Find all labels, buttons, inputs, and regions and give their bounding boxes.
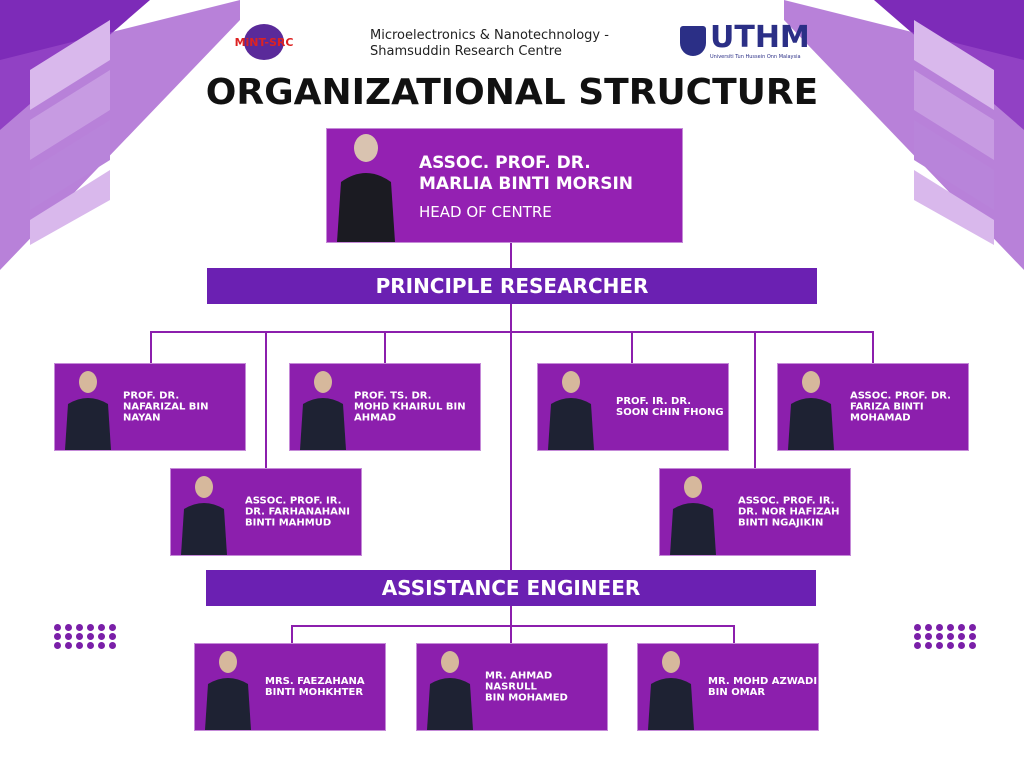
page-title: ORGANIZATIONAL STRUCTURE: [205, 72, 819, 113]
person-name: ASSOC. PROF. IR. DR. NOR HAFIZAH BINTI N…: [738, 495, 840, 529]
person-name: PROF. IR. DR. SOON CHIN FHONG: [616, 396, 724, 418]
person-photo: [788, 371, 834, 450]
person-name: MRS. FAEZAHANA BINTI MOHKHTER: [265, 676, 365, 698]
researcher-card: ASSOC. PROF. DR. FARIZA BINTI MOHAMAD: [777, 363, 969, 451]
engineer-card: MR. AHMAD NASRULL BIN MOHAMED: [416, 643, 608, 731]
person-name: MR. MOHD AZWADI BIN OMAR: [708, 676, 818, 698]
person-name: PROF. DR. NAFARIZAL BIN NAYAN: [123, 390, 209, 424]
uthm-subtext: Universiti Tun Hussein Onn Malaysia: [710, 54, 801, 60]
uthm-text: UTHM: [710, 20, 810, 55]
head-of-centre-card: ASSOC. PROF. DR. MARLIA BINTI MORSIN HEA…: [326, 128, 683, 243]
person-photo: [427, 651, 473, 730]
head-role: HEAD OF CENTRE: [419, 203, 552, 221]
engineer-card: MRS. FAEZAHANA BINTI MOHKHTER: [194, 643, 386, 731]
decorative-corner-left: [0, 0, 240, 270]
section-assistance-engineer: ASSISTANCE ENGINEER: [206, 570, 816, 606]
decorative-corner-right: [784, 0, 1024, 270]
person-photo: [337, 134, 395, 242]
researcher-card: ASSOC. PROF. IR. DR. FARHANAHANI BINTI M…: [170, 468, 362, 556]
engineer-card: MR. MOHD AZWADI BIN OMAR: [637, 643, 819, 731]
person-name: ASSOC. PROF. DR. FARIZA BINTI MOHAMAD: [850, 390, 951, 424]
person-photo: [648, 651, 694, 730]
decorative-dots-left: [54, 624, 118, 649]
decorative-dots-right: [914, 624, 978, 649]
researcher-card: PROF. TS. DR. MOHD KHAIRUL BIN AHMAD: [289, 363, 481, 451]
researcher-card: PROF. IR. DR. SOON CHIN FHONG: [537, 363, 729, 451]
person-name: ASSOC. PROF. IR. DR. FARHANAHANI BINTI M…: [245, 495, 351, 529]
person-photo: [181, 476, 227, 555]
head-name: ASSOC. PROF. DR. MARLIA BINTI MORSIN: [419, 153, 634, 194]
person-name: MR. AHMAD NASRULL BIN MOHAMED: [485, 670, 568, 704]
section-principal-researcher: PRINCIPLE RESEARCHER: [207, 268, 817, 304]
uthm-shield-icon: [680, 26, 706, 56]
centre-name: Microelectronics & Nanotechnology - Sham…: [370, 28, 609, 59]
person-photo: [205, 651, 251, 730]
uthm-logo: UTHM Universiti Tun Hussein Onn Malaysia: [680, 20, 810, 62]
researcher-card: ASSOC. PROF. IR. DR. NOR HAFIZAH BINTI N…: [659, 468, 851, 556]
person-photo: [300, 371, 346, 450]
person-name: PROF. TS. DR. MOHD KHAIRUL BIN AHMAD: [354, 390, 466, 424]
person-photo: [670, 476, 716, 555]
researcher-card: PROF. DR. NAFARIZAL BIN NAYAN: [54, 363, 246, 451]
person-photo: [548, 371, 594, 450]
person-photo: [65, 371, 111, 450]
mint-src-logo: MiNT-SRC: [228, 24, 300, 64]
logo-text: MiNT-SRC: [234, 36, 294, 49]
